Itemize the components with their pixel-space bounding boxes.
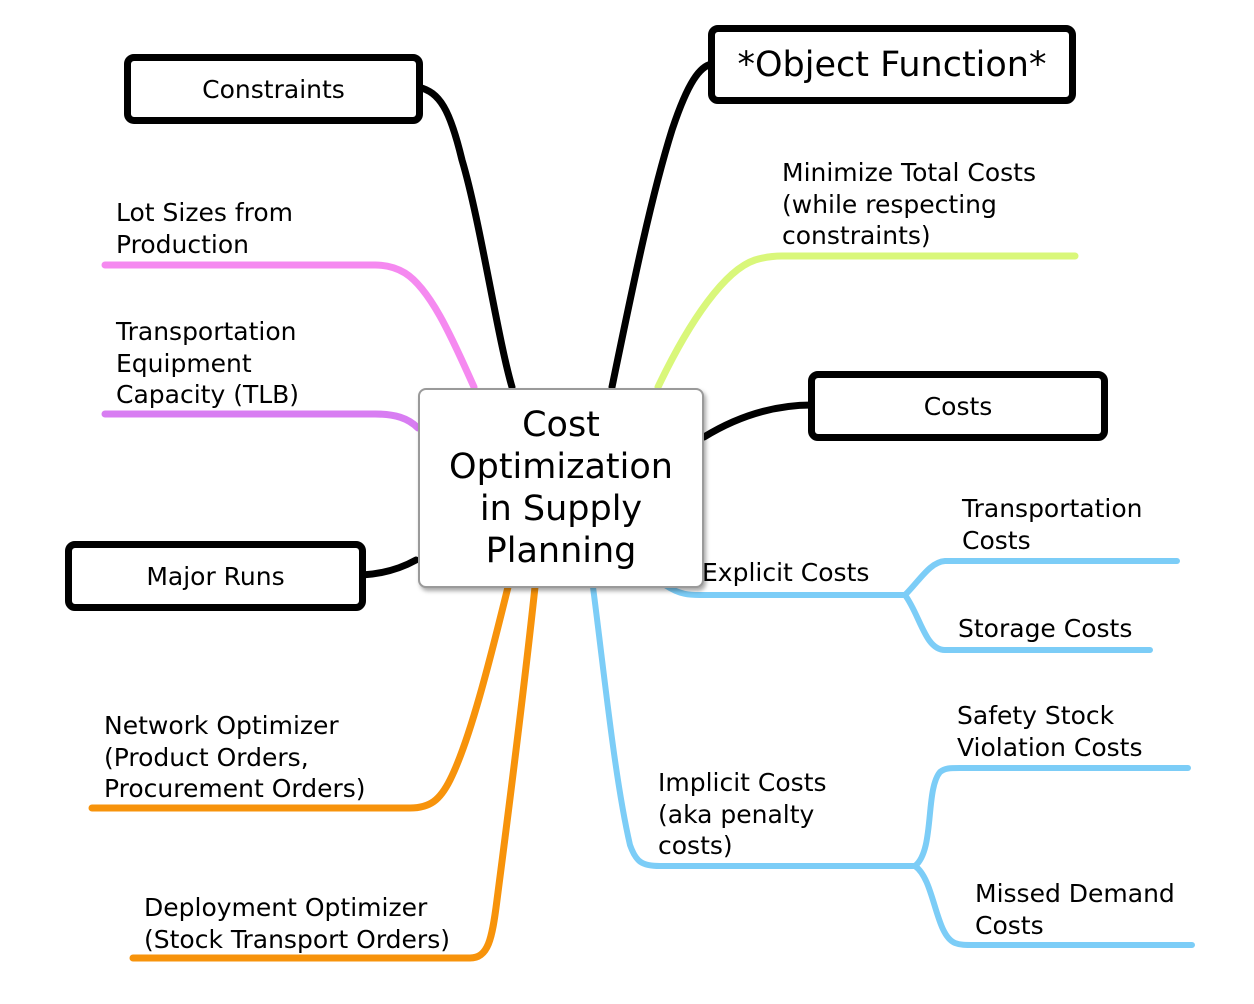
transportation-costs-label[interactable]: Transportation Costs xyxy=(962,494,1143,555)
branch-deployment-optimizer xyxy=(129,583,539,962)
branch-minimize-total xyxy=(654,252,1079,391)
implicit-costs-label[interactable]: Implicit Costs (aka penalty costs) xyxy=(658,768,827,860)
constraints-label: Constraints xyxy=(202,74,345,104)
lot-sizes-label[interactable]: Lot Sizes from Production xyxy=(116,198,294,259)
branch-constraints xyxy=(414,83,516,391)
deployment-optimizer-label[interactable]: Deployment Optimizer (Stock Transport Or… xyxy=(144,893,450,954)
missed-demand-label[interactable]: Missed Demand Costs xyxy=(975,879,1175,940)
constraints-box[interactable]: Constraints xyxy=(124,54,423,124)
safety-stock-label[interactable]: Safety Stock Violation Costs xyxy=(957,701,1143,762)
costs-box[interactable]: Costs xyxy=(808,371,1108,441)
branch-lot-sizes xyxy=(101,261,478,391)
branch-safety-stock xyxy=(912,765,1191,869)
storage-costs-label[interactable]: Storage Costs xyxy=(958,614,1133,643)
major-runs-label: Major Runs xyxy=(146,561,285,591)
branch-missed-demand xyxy=(912,863,1195,948)
costs-label: Costs xyxy=(923,391,993,421)
central-topic[interactable]: Cost Optimization in Supply Planning xyxy=(418,388,704,588)
branch-major-runs xyxy=(358,556,420,579)
branch-network-optimizer xyxy=(88,583,512,812)
branch-transport-equipment xyxy=(101,410,422,432)
central-topic-label: Cost Optimization in Supply Planning xyxy=(449,405,673,571)
transport-equipment-label[interactable]: Transportation Equipment Capacity (TLB) xyxy=(116,317,300,409)
branch-storage-costs xyxy=(902,592,1153,653)
branch-transportation-costs xyxy=(902,558,1180,598)
branch-implicit-costs xyxy=(590,584,918,869)
branch-costs xyxy=(700,401,816,441)
network-optimizer-label[interactable]: Network Optimizer (Product Orders, Procu… xyxy=(104,711,366,803)
minimize-total-label[interactable]: Minimize Total Costs (while respecting c… xyxy=(782,158,1036,250)
major-runs-box[interactable]: Major Runs xyxy=(65,541,366,611)
explicit-costs-label[interactable]: Explicit Costs xyxy=(702,558,870,587)
object-function-box[interactable]: *Object Function* xyxy=(708,25,1076,104)
object-function-label: *Object Function* xyxy=(737,44,1047,85)
branch-object-function xyxy=(608,60,716,391)
